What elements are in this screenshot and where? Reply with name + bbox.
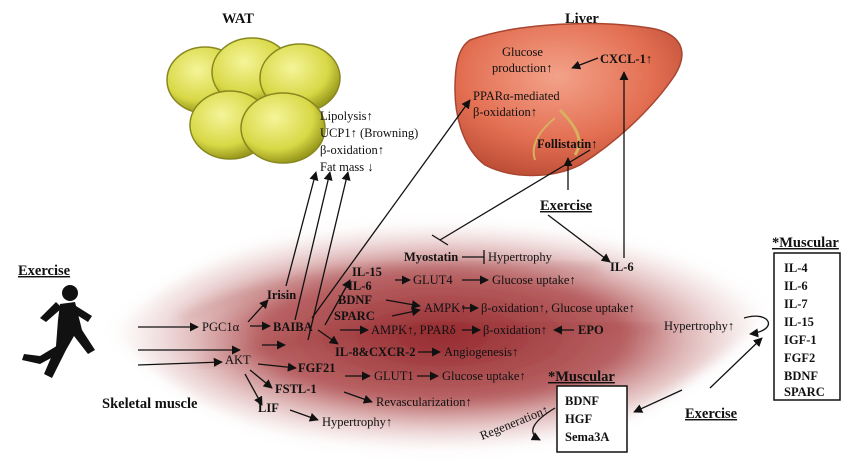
arrows [137, 57, 770, 441]
muscular-right-title: *Muscular [772, 235, 839, 251]
myostatin-hypertrophy-label: Hypertrophy [488, 250, 553, 264]
wat-title: WAT [222, 11, 254, 27]
exercise-label-top: Exercise [540, 198, 593, 214]
il8-cxcr2-label: IL-8&CXCR-2 [335, 345, 416, 359]
wat-effect-lipolysis: Lipolysis↑ [320, 109, 373, 123]
muscular-right-box [773, 252, 841, 401]
muscular-bottom-box [556, 385, 628, 453]
muscular-right-item: SPARC [784, 385, 825, 399]
il15-label: IL-15 [352, 265, 382, 279]
baiba-label: BAIBA [273, 320, 313, 334]
muscular-right-item: IL-4 [784, 261, 808, 275]
ampk-label: AMPK↑ [424, 301, 466, 315]
wat-effect-ucp1: UCP1↑ (Browning) [320, 126, 418, 140]
muscular-right-items: IL-4 IL-6 IL-7 IL-15 IGF-1 FGF2 BDNF SPA… [784, 261, 825, 399]
muscular-bottom-item: Sema3A [565, 430, 609, 444]
exercise-label-left: Exercise [18, 263, 71, 279]
angiogenesis-label: Angiogenesis↑ [444, 345, 518, 359]
epo-label: EPO [578, 323, 604, 337]
liver-glucose-line1: Glucose [502, 45, 543, 59]
hypertrophy-right-label: Hypertrophy↑ [664, 319, 734, 333]
exercise-label-bottom-right: Exercise [685, 406, 738, 422]
beta-ox-glucose-label: β-oxidation↑, Glucose uptake↑ [481, 301, 635, 315]
glut4-label: GLUT4 [413, 273, 453, 287]
hypertrophy-lif-label: Hypertrophy↑ [322, 415, 392, 429]
myostatin-label: Myostatin [404, 250, 458, 264]
lif-label: LIF [258, 401, 279, 415]
muscular-right-item: IGF-1 [784, 333, 817, 347]
muscular-bottom-item: HGF [565, 412, 592, 426]
il6-right-label: IL-6 [610, 260, 634, 274]
ampk-ppar-label: AMPK↑, PPARδ [371, 323, 456, 337]
muscular-bottom-item: BDNF [565, 394, 599, 408]
bdnf-label: BDNF [338, 293, 372, 307]
muscular-right-item: IL-7 [784, 297, 808, 311]
skeletal-muscle-label: Skeletal muscle [102, 396, 198, 412]
sparc-label: SPARC [334, 309, 375, 323]
fstl1-label: FSTL-1 [275, 382, 317, 396]
liver-glucose-line2: production↑ [492, 61, 552, 75]
muscular-right-item: BDNF [784, 369, 818, 383]
wat-effect-beta-oxidation: β-oxidation↑ [320, 143, 384, 157]
muscular-right-item: IL-6 [784, 279, 808, 293]
beta-ox-label: β-oxidation↑ [483, 323, 547, 337]
liver-follistatin: Follistatin↑ [537, 137, 597, 151]
glucose-uptake-label-2: Glucose uptake↑ [442, 369, 526, 383]
akt-label: AKT [225, 353, 251, 367]
glucose-uptake-label-1: Glucose uptake↑ [492, 273, 576, 287]
muscular-right-item: IL-15 [784, 315, 814, 329]
liver-ppar-line2: β-oxidation↑ [473, 105, 537, 119]
runner-icon [22, 285, 95, 378]
fgf21-label: FGF21 [298, 361, 336, 375]
glut1-label: GLUT1 [374, 369, 414, 383]
revascularization-label: Revascularization↑ [376, 395, 472, 409]
il6-label: IL-6 [348, 279, 372, 293]
wat-fat-cells [166, 37, 341, 164]
liver-shape [454, 22, 683, 177]
liver-cxcl: CXCL-1↑ [600, 52, 652, 66]
wat-effect-fat-mass: Fat mass ↓ [320, 160, 373, 174]
liver-ppar-line1: PPARα-mediated [473, 89, 560, 103]
pgc1a-label: PGC1α [202, 320, 240, 334]
liver-title: Liver [565, 11, 599, 27]
muscular-right-item: FGF2 [784, 351, 815, 365]
irisin-label: Irisin [267, 288, 296, 302]
muscular-bottom-title: *Muscular [548, 369, 615, 385]
